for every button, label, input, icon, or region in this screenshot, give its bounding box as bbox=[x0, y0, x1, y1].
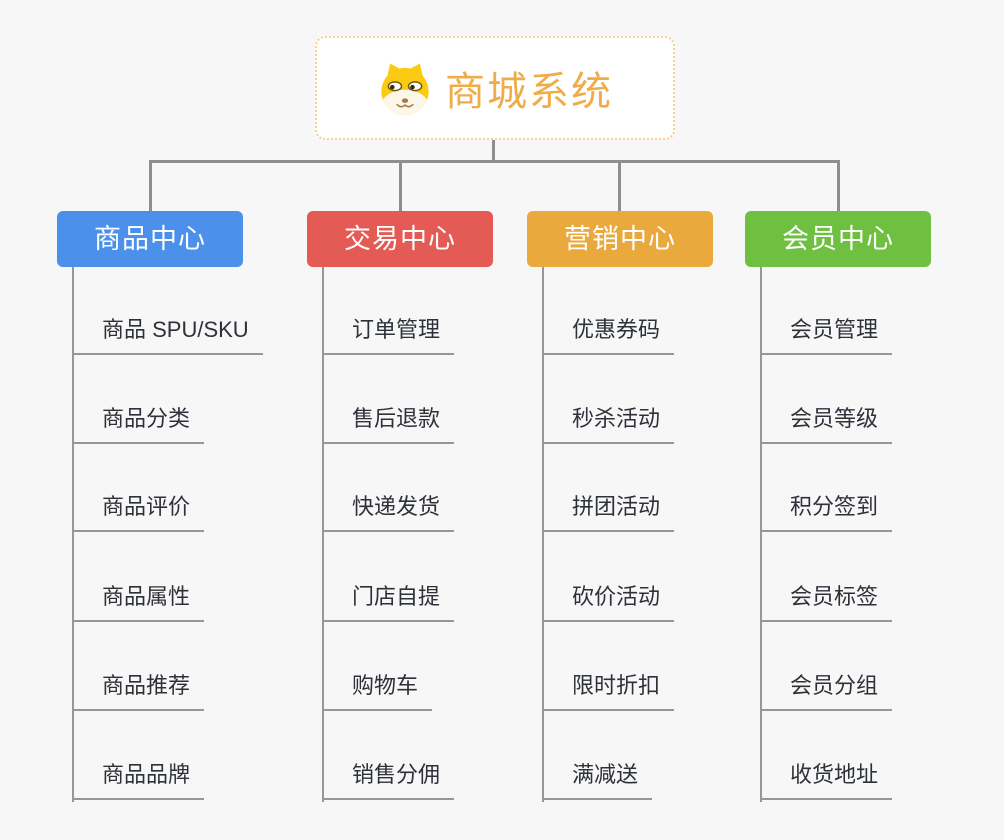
leaf-node[interactable]: 商品 SPU/SKU bbox=[72, 317, 263, 355]
leaf-node[interactable]: 收货地址 bbox=[760, 762, 893, 800]
leaf-node[interactable]: 满减送 bbox=[542, 762, 653, 800]
leaf-node[interactable]: 会员分组 bbox=[760, 673, 893, 711]
connector-bus bbox=[149, 160, 840, 163]
connector-drop bbox=[149, 160, 152, 211]
connector-drop bbox=[399, 160, 402, 211]
leaf-node[interactable]: 订单管理 bbox=[322, 317, 455, 355]
leaf-node[interactable]: 商品评价 bbox=[72, 494, 205, 532]
leaf-node[interactable]: 会员标签 bbox=[760, 584, 893, 622]
connector-trunk bbox=[760, 267, 762, 802]
leaf-node[interactable]: 优惠券码 bbox=[542, 317, 675, 355]
connector-trunk bbox=[542, 267, 544, 802]
leaf-node[interactable]: 销售分佣 bbox=[322, 762, 455, 800]
root-title: 商城系统 bbox=[445, 70, 613, 114]
leaf-node[interactable]: 快递发货 bbox=[322, 494, 455, 532]
leaf-node[interactable]: 砍价活动 bbox=[542, 584, 675, 622]
leaf-node[interactable]: 商品属性 bbox=[72, 584, 205, 622]
leaf-node[interactable]: 拼团活动 bbox=[542, 494, 675, 532]
root-node[interactable]: 商城系统 bbox=[315, 36, 675, 140]
connector-drop bbox=[837, 160, 840, 211]
leaf-node[interactable]: 秒杀活动 bbox=[542, 406, 675, 444]
branch-node-marketing[interactable]: 营销中心 bbox=[527, 211, 713, 267]
leaf-node[interactable]: 商品分类 bbox=[72, 406, 205, 444]
connector-trunk bbox=[322, 267, 324, 802]
branch-node-product[interactable]: 商品中心 bbox=[57, 211, 243, 267]
leaf-node[interactable]: 会员管理 bbox=[760, 317, 893, 355]
branch-node-member[interactable]: 会员中心 bbox=[745, 211, 931, 267]
branch-node-trade[interactable]: 交易中心 bbox=[307, 211, 493, 267]
leaf-node[interactable]: 商品品牌 bbox=[72, 762, 205, 800]
connector-root-drop bbox=[492, 140, 495, 163]
leaf-node[interactable]: 积分签到 bbox=[760, 494, 893, 532]
leaf-node[interactable]: 门店自提 bbox=[322, 584, 455, 622]
doge-face-icon bbox=[377, 59, 433, 117]
leaf-node[interactable]: 限时折扣 bbox=[542, 673, 675, 711]
leaf-node[interactable]: 购物车 bbox=[322, 673, 433, 711]
connector-drop bbox=[618, 160, 621, 211]
leaf-node[interactable]: 商品推荐 bbox=[72, 673, 205, 711]
connector-trunk bbox=[72, 267, 74, 802]
leaf-node[interactable]: 会员等级 bbox=[760, 406, 893, 444]
leaf-node[interactable]: 售后退款 bbox=[322, 406, 455, 444]
